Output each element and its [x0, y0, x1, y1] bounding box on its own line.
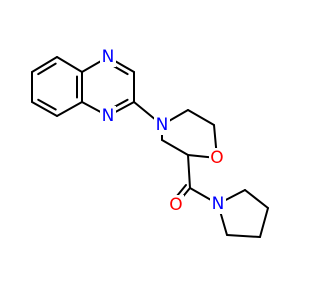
atom-n-quinoxaline-top: N — [100, 47, 116, 67]
bond-single — [244, 189, 269, 209]
bond-single — [187, 154, 191, 189]
molecule-structure: N N N O O N — [31, 47, 269, 238]
atom-label-n: N — [102, 47, 115, 67]
bond-single — [31, 56, 58, 73]
atom-n-morpholine: N — [154, 115, 170, 135]
atom-o-carbonyl: O — [168, 195, 184, 215]
atom-layer: N N N O O N — [100, 47, 226, 215]
bond-double-inner — [37, 62, 57, 76]
atom-label-n: N — [212, 194, 225, 214]
bond-layer — [31, 56, 269, 238]
atom-label-n: N — [102, 106, 115, 126]
atom-label-o: O — [169, 195, 182, 215]
atom-n-quinoxaline-bottom: N — [100, 106, 116, 126]
bond-single — [31, 101, 58, 117]
bond-single — [187, 109, 215, 126]
atom-label-n: N — [156, 115, 169, 135]
bond-single — [56, 101, 83, 117]
bond-single — [259, 207, 269, 238]
bond-single — [161, 139, 189, 156]
bond-single — [56, 56, 83, 73]
molecule-diagram: N N N O O N — [31, 47, 269, 238]
atom-n-pyrrolidine: N — [210, 194, 226, 214]
atom-o-morpholine: O — [209, 148, 225, 168]
bond-single — [226, 234, 261, 238]
bond-double-inner — [37, 98, 57, 111]
atom-label-o: O — [210, 148, 223, 168]
